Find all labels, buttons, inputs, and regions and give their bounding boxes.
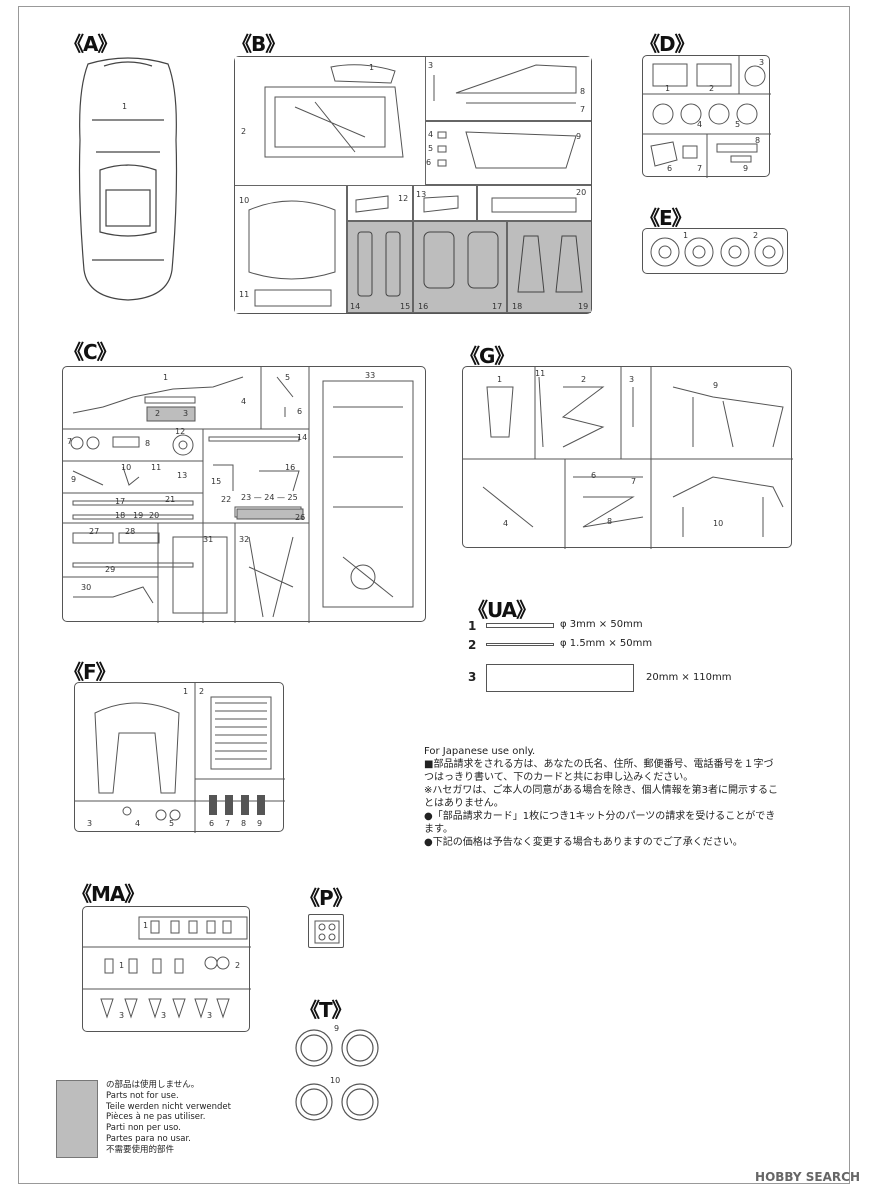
legend-line-3: Teile werden nicht verwendet bbox=[106, 1101, 231, 1112]
legend-line-1: の部品は使用しません。 bbox=[106, 1080, 200, 1090]
section-label-d: 《D》 bbox=[640, 32, 695, 56]
ua-rod-2 bbox=[486, 643, 554, 646]
ua-part-2-spec: φ 1.5mm × 50mm bbox=[560, 638, 653, 649]
section-label-ua: 《UA》 bbox=[468, 598, 536, 622]
notice-line-2: ■部品請求をされる方は、あなたの氏名、住所、郵便番号、電話番号を１字づ bbox=[424, 759, 774, 770]
unused-parts-legend: の部品は使用しません。 Parts not for use. Teile wer… bbox=[106, 1080, 231, 1156]
section-label-a: 《A》 bbox=[64, 32, 117, 56]
legend-line-2: Parts not for use. bbox=[106, 1090, 179, 1101]
ua-part-1-spec: φ 3mm × 50mm bbox=[560, 619, 643, 630]
section-label-c: 《C》 bbox=[64, 340, 117, 364]
notice-line-6: ●「部品請求カード」1枚につき1キット分のパーツの請求を受けることができ bbox=[424, 811, 776, 822]
ua-part-2-number: 2 bbox=[468, 638, 477, 652]
section-label-ma: 《MA》 bbox=[72, 882, 144, 906]
notice-line-3: つはっきり書いて、下のカードと共にお申し込みください。 bbox=[424, 772, 694, 783]
notice-line-5: とはありません。 bbox=[424, 798, 504, 809]
ua-part-3-spec: 20mm × 110mm bbox=[646, 672, 732, 683]
section-label-g: 《G》 bbox=[460, 344, 514, 368]
runner-p bbox=[308, 914, 344, 948]
notice-line-7: ます。 bbox=[424, 824, 453, 835]
notice-line-4: ※ハセガワは、ご本人の同意がある場合を除き、個人情報を第3者に開示するこ bbox=[424, 785, 779, 796]
watermark: HOBBY SEARCH bbox=[755, 1170, 860, 1184]
notice-line-8: ●下記の価格は予告なく変更する場合もありますのでご了承ください。 bbox=[424, 837, 743, 848]
legend-line-5: Parti non per uso. bbox=[106, 1123, 181, 1134]
legend-line-4: Pièces à ne pas utiliser. bbox=[106, 1112, 206, 1123]
ua-rod-1 bbox=[486, 623, 554, 628]
section-label-b: 《B》 bbox=[232, 32, 285, 56]
section-label-f: 《F》 bbox=[64, 660, 116, 684]
ua-part-1-number: 1 bbox=[468, 619, 477, 633]
section-label-p: 《P》 bbox=[300, 886, 353, 910]
japanese-notice: For Japanese use only. ■部品請求をされる方は、あなたの氏… bbox=[424, 745, 834, 849]
notice-line-1: For Japanese use only. bbox=[424, 746, 536, 757]
legend-line-6: Partes para no usar. bbox=[106, 1133, 191, 1144]
section-label-t: 《T》 bbox=[300, 998, 352, 1022]
section-label-e: 《E》 bbox=[640, 206, 692, 230]
parts-sheet bbox=[18, 6, 850, 1184]
unused-parts-swatch bbox=[56, 1080, 98, 1158]
ua-part-3-number: 3 bbox=[468, 670, 477, 684]
ua-plate-3 bbox=[486, 664, 634, 692]
legend-line-7: 不需要使用的部件 bbox=[106, 1144, 175, 1155]
